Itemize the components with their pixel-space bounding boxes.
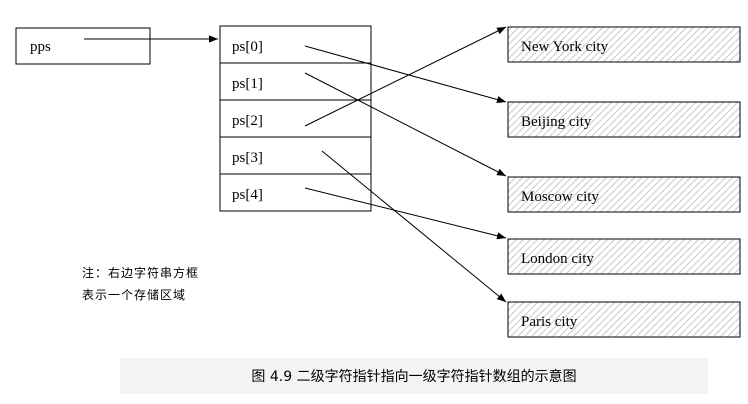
string-box-paris <box>507 301 741 338</box>
string-beijing: Beijing city <box>521 114 592 130</box>
figure-caption: 图 4.9 二级字符指针指向一级字符指针数组的示意图 <box>120 358 708 394</box>
string-box-beijing <box>507 101 741 138</box>
string-moscow: Moscow city <box>521 189 599 205</box>
note-line-1: 注：右边字符串方框 <box>82 266 200 280</box>
ps-cell-0 <box>219 25 372 64</box>
arrow-ps0-to-beijing <box>304 45 507 104</box>
pps-label: pps <box>30 39 51 55</box>
ps-cell-4 <box>219 173 372 212</box>
string-paris: Paris city <box>521 314 578 330</box>
ps-cell-4-label: ps[4] <box>232 187 263 203</box>
string-box-new-york <box>507 26 741 63</box>
string-london: London city <box>521 251 594 267</box>
arrow-ps1-to-moscow <box>304 72 507 177</box>
string-box-london <box>507 238 741 275</box>
ps-array: ps[0] ps[1] ps[2] ps[3] ps[4] <box>219 25 372 212</box>
string-new-york: New York city <box>521 39 609 55</box>
arrows <box>84 26 507 303</box>
ps-cell-2-label: ps[2] <box>232 113 263 129</box>
ps-cell-1-label: ps[1] <box>232 76 263 92</box>
arrow-ps2-to-new-york <box>304 26 507 127</box>
string-boxes: New York city Beijing city Moscow city L… <box>507 26 741 338</box>
ps-cell-3-label: ps[3] <box>232 150 263 166</box>
ps-cell-0-label: ps[0] <box>232 39 263 55</box>
pps-box <box>15 27 151 65</box>
note-line-2: 表示一个存储区域 <box>82 288 187 302</box>
note: 注：右边字符串方框 表示一个存储区域 <box>82 262 199 306</box>
string-box-moscow <box>507 176 741 213</box>
arrow-ps3-to-paris <box>321 150 507 303</box>
arrow-ps4-to-london <box>304 187 507 240</box>
